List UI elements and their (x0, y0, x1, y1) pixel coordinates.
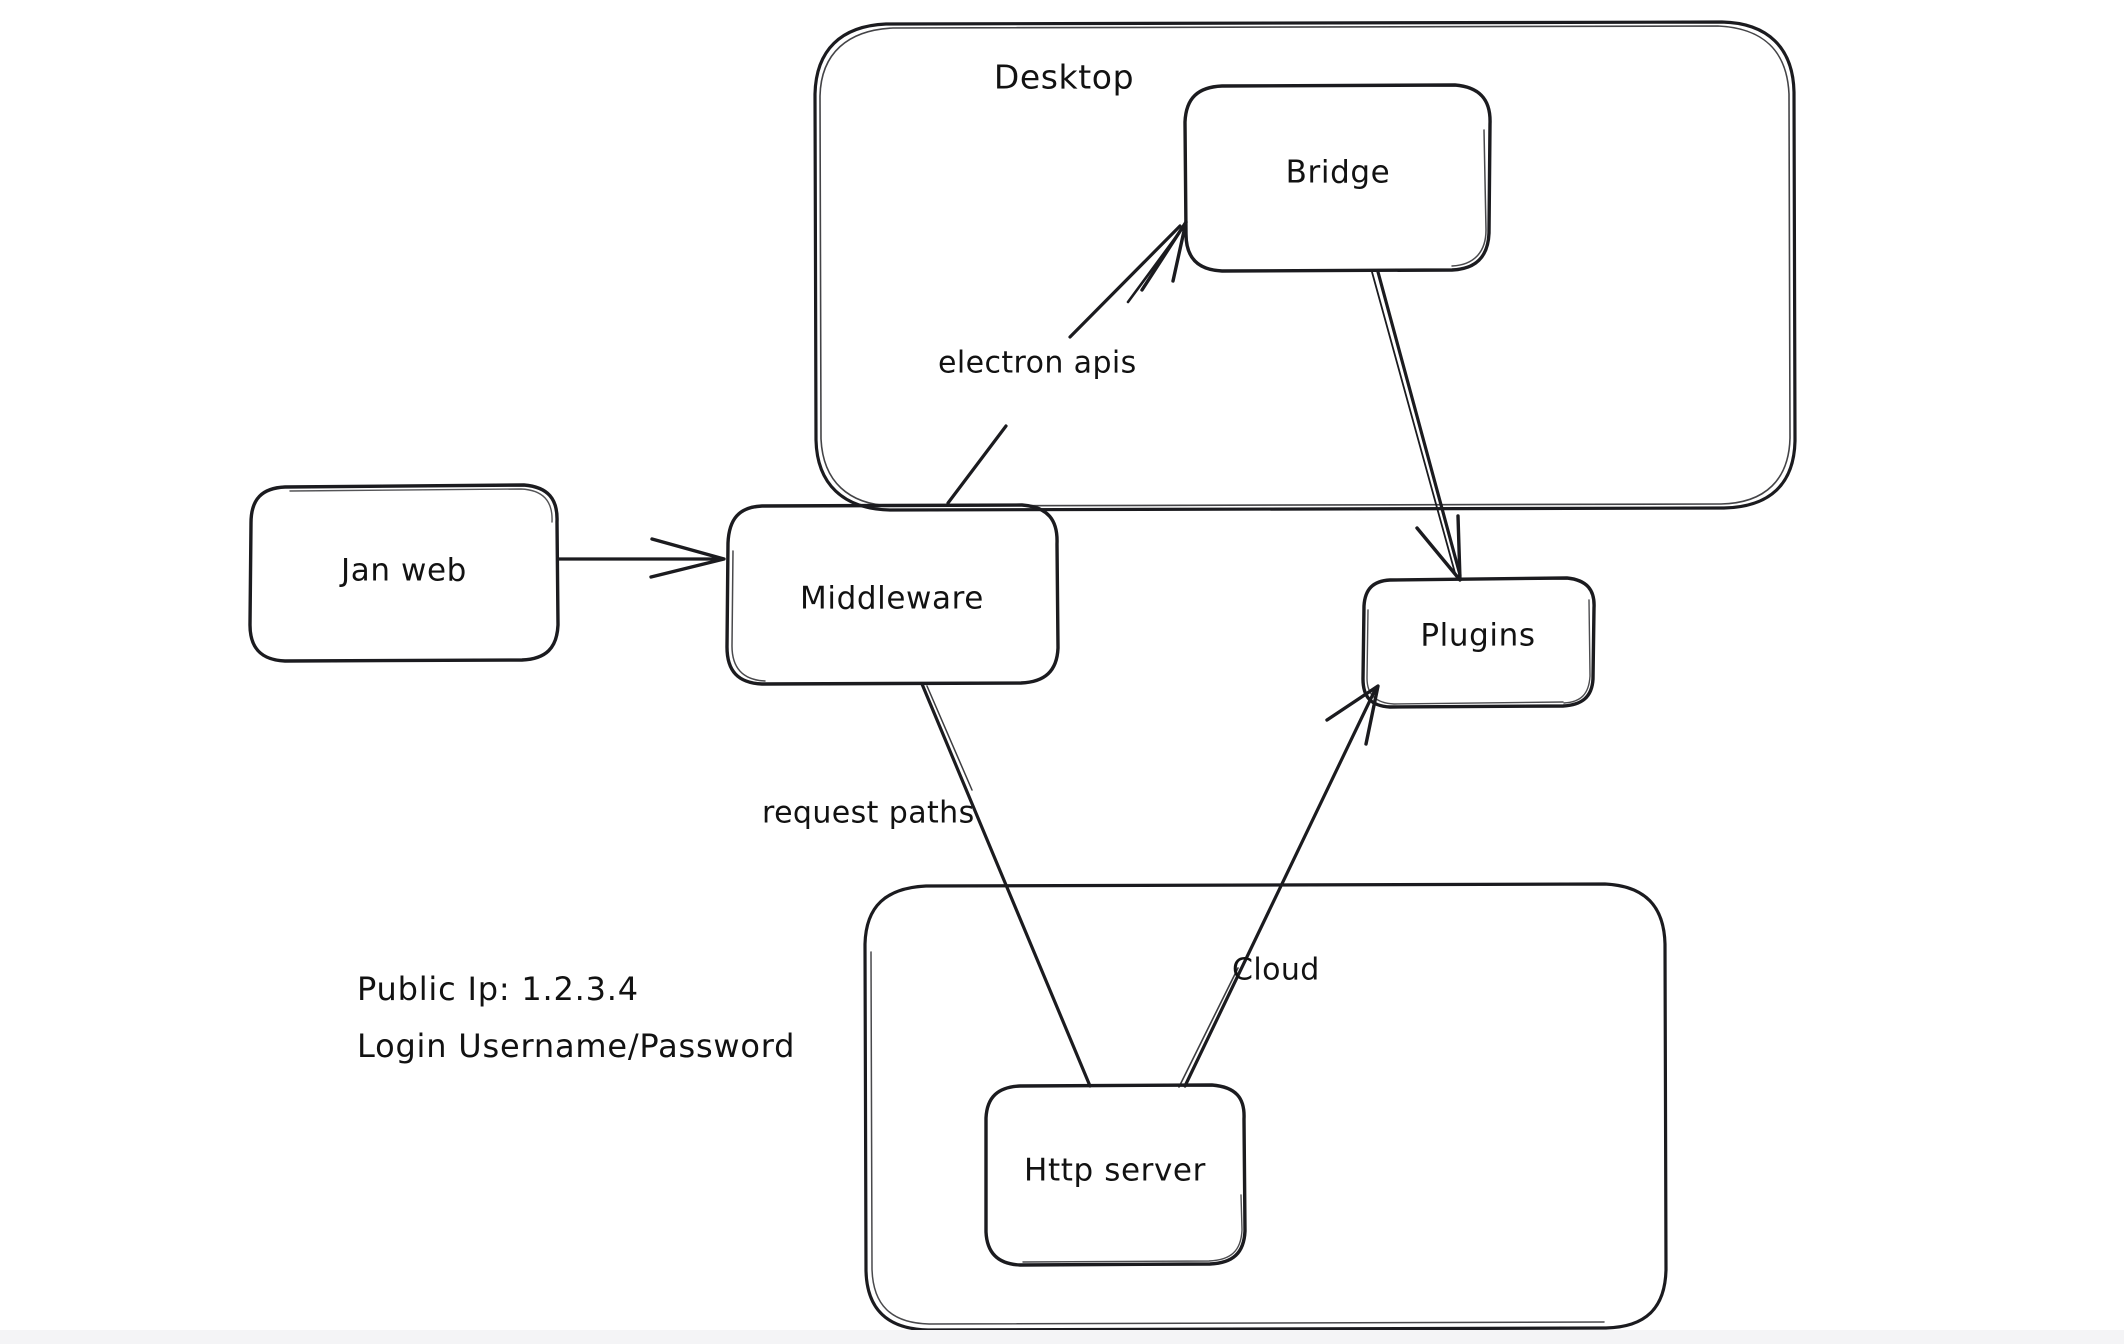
httpserver-plugins-line-secondary (1178, 967, 1239, 1088)
plugins-box-border-tertiary (1563, 599, 1591, 704)
http-server-label: Http server (1024, 1153, 1206, 1189)
middleware-box-border (725, 503, 1060, 686)
node-middleware[interactable] (725, 503, 1060, 686)
jan-web-box-border-secondary (289, 488, 553, 523)
plugins-box-border (1361, 576, 1596, 709)
electron-apis-label: electron apis (938, 346, 1137, 381)
plugins-box-border-secondary (1366, 609, 1564, 705)
edge-janweb-to-middleware[interactable] (556, 537, 726, 579)
login-credentials-note: Login Username/Password (357, 1027, 795, 1065)
bridge-box-border (1183, 83, 1492, 273)
desktop-group-border-secondary (819, 25, 1791, 507)
middleware-bridge-line-lower (946, 424, 1008, 505)
bottom-strip (0, 1330, 2124, 1344)
middleware-bridge-arrowhead (1140, 220, 1188, 292)
http-server-box-border (984, 1083, 1247, 1267)
httpserver-plugins-arrowhead (1325, 684, 1380, 746)
edge-middleware-to-bridge[interactable] (946, 220, 1188, 505)
bridge-plugins-line (1376, 270, 1462, 577)
node-jan-web[interactable] (248, 483, 560, 663)
public-ip-note: Public Ip: 1.2.3.4 (357, 970, 639, 1008)
request-paths-label: request paths (762, 796, 975, 831)
desktop-group-label: Desktop (994, 58, 1134, 97)
edge-bridge-to-plugins[interactable] (1371, 270, 1462, 582)
node-http-server[interactable] (984, 1083, 1247, 1267)
janweb-middleware-arrowhead (649, 537, 726, 579)
group-cloud[interactable] (863, 882, 1668, 1332)
httpserver-plugins-line (1183, 688, 1377, 1088)
bridge-box-border-secondary (1451, 129, 1487, 267)
middleware-bridge-arrow-inner (1126, 224, 1186, 304)
node-plugins[interactable] (1361, 576, 1596, 709)
jan-web-label: Jan web (339, 553, 467, 589)
node-bridge[interactable] (1183, 83, 1492, 273)
middleware-box-border-secondary (731, 550, 766, 682)
middleware-httpserver-line-secondary (926, 685, 973, 791)
cloud-group-border (863, 882, 1668, 1332)
jan-web-box-border (248, 483, 560, 663)
http-server-box-border-secondary (1022, 1194, 1243, 1263)
middleware-bridge-line-upper (1068, 224, 1182, 339)
desktop-group-border (813, 20, 1797, 512)
middleware-httpserver-line (920, 682, 1092, 1088)
plugins-label: Plugins (1420, 618, 1535, 654)
cloud-label: Cloud (1232, 953, 1320, 988)
cloud-group-border-secondary (870, 951, 1605, 1325)
edge-middleware-to-httpserver[interactable] (920, 682, 1092, 1088)
middleware-label: Middleware (800, 581, 984, 617)
bridge-plugins-line-secondary (1371, 271, 1456, 574)
bridge-plugins-arrowhead (1415, 514, 1462, 582)
group-desktop[interactable] (813, 20, 1797, 512)
bridge-label: Bridge (1286, 155, 1391, 191)
edge-httpserver-to-plugins[interactable] (1178, 684, 1380, 1088)
